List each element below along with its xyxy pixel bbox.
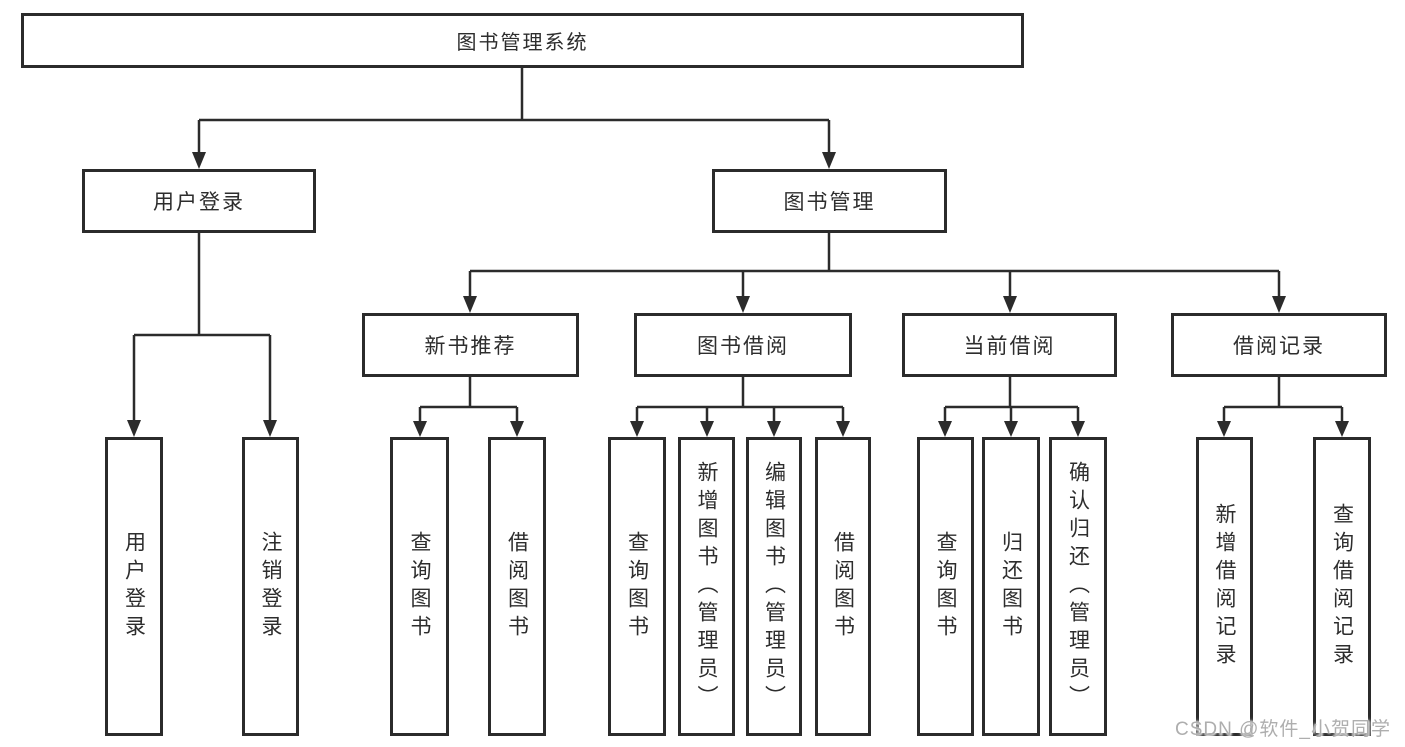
node-root-label: 图书管理系统	[456, 32, 589, 54]
node-borrowing-records: 借阅记录	[1171, 313, 1387, 377]
node-book-management: 图书管理	[712, 169, 947, 233]
node-borrowing-records-label: 借阅记录	[1233, 335, 1325, 358]
leaf-logout: 注销登录	[242, 437, 299, 736]
leaf-query-books-recommend: 查询图书	[390, 437, 449, 736]
node-root: 图书管理系统	[21, 13, 1024, 68]
node-book-management-label: 图书管理	[783, 191, 876, 214]
leaf-query-books-borrowing: 查询图书	[608, 437, 666, 736]
leaf-return-books: 归还图书	[982, 437, 1040, 736]
leaf-confirm-return-admin-label: 确认归还（管理员）	[1066, 460, 1090, 713]
leaf-query-books-recommend-label: 查询图书	[408, 530, 431, 643]
leaf-add-borrow-record-label: 新增借阅记录	[1213, 502, 1236, 671]
leaf-borrow-books-recommend: 借阅图书	[488, 437, 546, 736]
leaf-add-book-admin: 新增图书（管理员）	[678, 437, 735, 736]
node-user-login-group-label: 用户登录	[153, 191, 245, 214]
leaf-edit-book-admin: 编辑图书（管理员）	[746, 437, 802, 736]
leaf-query-borrow-record: 查询借阅记录	[1313, 437, 1371, 736]
node-book-borrowing-label: 图书借阅	[697, 335, 789, 358]
leaf-borrow-books-borrowing-label: 借阅图书	[831, 530, 855, 643]
node-current-borrowing-label: 当前借阅	[963, 335, 1056, 358]
node-book-borrowing: 图书借阅	[634, 313, 852, 377]
leaf-query-books-borrowing-label: 查询图书	[625, 530, 649, 643]
node-new-book-recommend-label: 新书推荐	[424, 335, 517, 358]
leaf-borrow-books-borrowing: 借阅图书	[815, 437, 871, 736]
leaf-add-borrow-record: 新增借阅记录	[1196, 437, 1253, 736]
node-user-login-group: 用户登录	[82, 169, 316, 233]
leaf-edit-book-admin-label: 编辑图书（管理员）	[762, 460, 786, 713]
leaf-query-books-current: 查询图书	[917, 437, 974, 736]
leaf-add-book-admin-label: 新增图书（管理员）	[695, 460, 718, 713]
leaf-user-login-label: 用户登录	[122, 530, 146, 643]
node-current-borrowing: 当前借阅	[902, 313, 1117, 377]
arrowheads	[127, 152, 1349, 437]
leaf-logout-label: 注销登录	[259, 530, 282, 643]
connector-group	[132, 68, 1344, 422]
leaf-confirm-return-admin: 确认归还（管理员）	[1049, 437, 1107, 736]
node-new-book-recommend: 新书推荐	[362, 313, 579, 377]
leaf-query-borrow-record-label: 查询借阅记录	[1330, 502, 1354, 671]
leaf-borrow-books-recommend-label: 借阅图书	[505, 530, 529, 643]
leaf-user-login: 用户登录	[105, 437, 163, 736]
leaf-query-books-current-label: 查询图书	[934, 530, 957, 643]
watermark-text: CSDN @软件_小贺同学	[1175, 719, 1391, 740]
leaf-return-books-label: 归还图书	[999, 530, 1023, 643]
